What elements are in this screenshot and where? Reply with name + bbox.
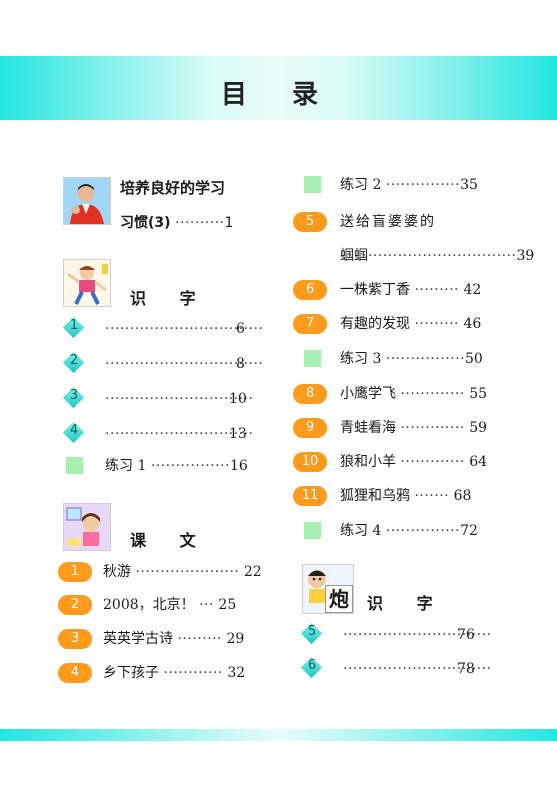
lesson-number-badge: 10 bbox=[293, 452, 327, 472]
page-number: 35 bbox=[460, 177, 478, 193]
girl-illustration bbox=[63, 503, 111, 551]
page-number: 78 bbox=[457, 661, 475, 677]
section-title-kewen: 课 文 bbox=[130, 531, 210, 550]
page-number: 29 bbox=[226, 631, 245, 647]
page-number: 22 bbox=[243, 564, 262, 580]
section-title-shizi: 识 字 bbox=[130, 289, 210, 308]
page-number: 72 bbox=[460, 523, 478, 539]
boy-face-icon bbox=[308, 570, 326, 603]
green-square bbox=[304, 176, 321, 193]
boy-character-illustration: 炮 bbox=[302, 564, 354, 614]
lesson-number-badge: 1 bbox=[58, 562, 92, 582]
page-number: 39 bbox=[516, 248, 535, 264]
lesson-number-badge: 6 bbox=[293, 280, 327, 300]
lesson-number-badge: 8 bbox=[293, 384, 327, 404]
page-number: 1 bbox=[224, 215, 234, 231]
green-square bbox=[304, 350, 321, 367]
page-number: 50 bbox=[465, 351, 483, 367]
page-number: 8 bbox=[236, 356, 245, 372]
green-square bbox=[304, 522, 321, 539]
page-number: 13 bbox=[229, 426, 247, 442]
intro-title-line2[interactable]: 习惯(3) ··········1 bbox=[120, 215, 234, 231]
page-number: 46 bbox=[463, 316, 482, 332]
page-title: 目 录 bbox=[220, 80, 337, 110]
lesson-number-badge: 3 bbox=[58, 629, 92, 649]
page-number: 59 bbox=[469, 420, 488, 436]
boy-photo bbox=[63, 177, 111, 225]
section-title-shizi-2: 识 字 bbox=[367, 594, 447, 613]
page-number: 42 bbox=[463, 282, 482, 298]
page-number: 10 bbox=[229, 391, 247, 407]
page-number: 76 bbox=[457, 627, 475, 643]
lesson-number-badge: 4 bbox=[58, 663, 92, 683]
lesson-number-badge: 2 bbox=[58, 595, 92, 615]
page-number: 16 bbox=[230, 458, 248, 474]
header-banner bbox=[0, 56, 557, 120]
page-number: 32 bbox=[227, 665, 246, 681]
page-number: 25 bbox=[218, 597, 237, 613]
lesson-number-badge: 7 bbox=[293, 314, 327, 334]
green-square bbox=[66, 457, 83, 474]
children-illustration bbox=[63, 259, 111, 307]
page-number: 6 bbox=[236, 321, 245, 337]
page-number: 64 bbox=[469, 454, 488, 470]
lesson-number-badge: 5 bbox=[293, 212, 327, 232]
lesson-number-badge: 9 bbox=[293, 418, 327, 438]
picture-character: 炮 bbox=[325, 585, 353, 613]
lesson-number-badge: 11 bbox=[293, 486, 327, 506]
intro-title-line1[interactable]: 培养良好的学习 bbox=[120, 179, 226, 197]
page-number: 55 bbox=[469, 386, 488, 402]
footer-bar bbox=[0, 729, 557, 741]
page-number: 68 bbox=[453, 488, 472, 504]
